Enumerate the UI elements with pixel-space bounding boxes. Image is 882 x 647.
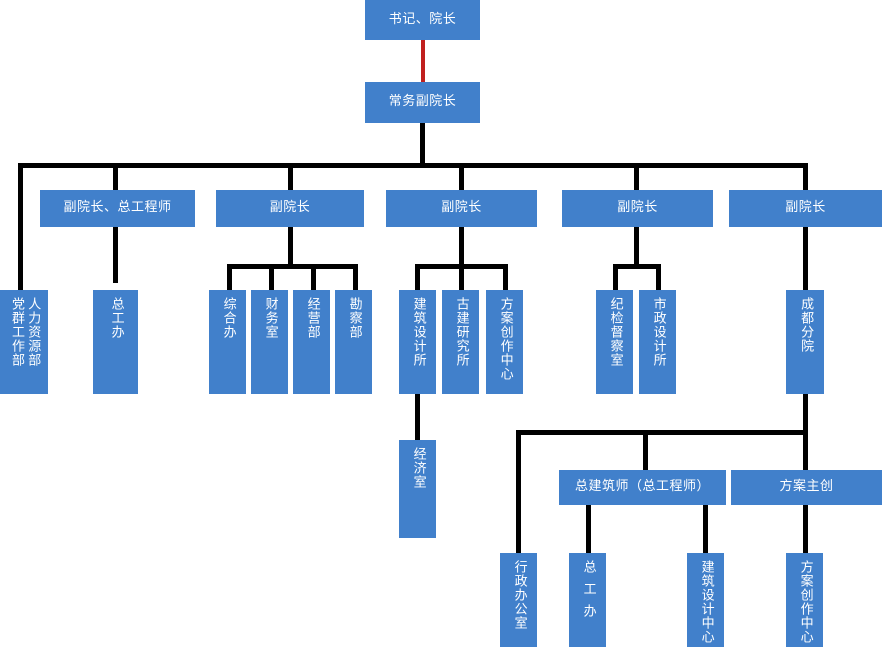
connector-chengdu-drop — [803, 394, 808, 440]
node-architecture-design-institute[interactable]: 建筑设计所 — [399, 290, 436, 394]
node-chengdu-branch[interactable]: 成都分院 — [786, 290, 824, 394]
node-vp-4-label: 副院长 — [617, 200, 658, 216]
node-discipline-inspection-office-label: 纪检督察室 — [607, 297, 623, 367]
connector-vp2-child-3 — [311, 264, 316, 291]
connector-chief-architect-to-arch-design-center — [703, 505, 708, 553]
connector-executive-vp-drop — [420, 122, 425, 167]
node-vp-5[interactable]: 副院长 — [729, 190, 882, 227]
node-executive-vp-label: 常务副院长 — [388, 94, 457, 110]
node-chief-architect-label: 总建筑师（总工程师） — [574, 479, 710, 495]
connector-level2-drop-4 — [634, 163, 639, 190]
node-vp-5-label: 副院长 — [785, 200, 826, 216]
node-finance-office-label: 财务室 — [262, 297, 278, 339]
node-hr-label: 人力资源部 — [25, 297, 41, 367]
node-operations-department[interactable]: 经营部 — [293, 290, 330, 394]
node-municipal-design-institute-label: 市政设计所 — [650, 297, 666, 367]
connector-vp2-child-4 — [353, 264, 358, 291]
connector-vp4-bus — [613, 264, 661, 269]
connector-level2-bus — [18, 163, 808, 168]
node-general-affairs-office-label: 综合办 — [220, 297, 236, 339]
connector-vp3-child-3 — [503, 264, 508, 291]
node-economics-office-label: 经济室 — [410, 447, 426, 489]
node-finance-office[interactable]: 财务室 — [251, 290, 288, 394]
node-operations-department-label: 经营部 — [304, 297, 320, 339]
node-general-affairs-office[interactable]: 综合办 — [209, 290, 246, 394]
node-ancient-architecture-research-institute-label: 古建研究所 — [453, 297, 469, 367]
connector-root-to-executive-vp — [421, 38, 425, 84]
connector-level2-drop-2 — [288, 163, 293, 190]
node-discipline-inspection-office[interactable]: 纪检督察室 — [596, 290, 633, 394]
connector-vp4-drop — [634, 226, 639, 269]
node-scheme-lead[interactable]: 方案主创 — [731, 470, 882, 505]
node-architecture-design-center-label: 建筑设计中心 — [698, 560, 714, 644]
connector-vp2-bus — [227, 264, 358, 269]
connector-vp1-to-chief-engineer-office — [113, 226, 118, 283]
node-municipal-design-institute[interactable]: 市政设计所 — [639, 290, 676, 394]
node-hr-and-party-work[interactable]: 党群工作部 人力资源部 — [0, 290, 48, 394]
connector-scheme-lead-to-scheme-center — [803, 505, 808, 553]
node-chengdu-scheme-creation-center-label: 方案创作中心 — [797, 560, 813, 644]
connector-chengdu-to-admin-office — [516, 430, 521, 553]
connector-arch-design-to-economics — [415, 394, 420, 441]
connector-vp4-child-2 — [656, 264, 661, 291]
node-chief-architect[interactable]: 总建筑师（总工程师） — [559, 470, 726, 505]
node-executive-vp[interactable]: 常务副院长 — [365, 82, 480, 123]
node-party-work-label: 党群工作部 — [9, 297, 24, 367]
node-chief-engineer-office-label: 总工办 — [108, 297, 124, 339]
connector-vp3-child-1 — [415, 264, 420, 291]
connector-level2-drop-5 — [803, 163, 808, 190]
node-survey-department-label: 勘察部 — [346, 297, 362, 339]
node-vp-4[interactable]: 副院长 — [562, 190, 713, 227]
connector-chengdu-bus — [516, 430, 808, 435]
connector-level2-drop-1 — [113, 163, 118, 190]
connector-vp3-child-2 — [459, 264, 464, 291]
connector-vp2-child-1 — [227, 264, 232, 291]
node-vp-2[interactable]: 副院长 — [216, 190, 364, 227]
node-architecture-design-institute-label: 建筑设计所 — [410, 297, 426, 367]
node-scheme-lead-label: 方案主创 — [779, 479, 834, 495]
node-root-label: 书记、院长 — [388, 11, 457, 27]
node-vp-chief-engineer[interactable]: 副院长、总工程师 — [40, 190, 195, 227]
node-ancient-architecture-research-institute[interactable]: 古建研究所 — [442, 290, 479, 394]
node-scheme-creation-center[interactable]: 方案创作中心 — [486, 290, 523, 394]
node-survey-department[interactable]: 勘察部 — [335, 290, 372, 394]
node-chengdu-scheme-creation-center[interactable]: 方案创作中心 — [786, 553, 823, 647]
connector-level2-drop-1-long — [18, 163, 23, 291]
node-administration-office[interactable]: 行政办公室 — [500, 553, 537, 647]
node-economics-office[interactable]: 经济室 — [399, 440, 436, 538]
connector-chief-architect-to-chief-engineer-office2 — [586, 505, 591, 553]
node-administration-office-label: 行政办公室 — [511, 560, 527, 630]
node-root[interactable]: 书记、院长 — [365, 0, 480, 40]
node-vp-3[interactable]: 副院长 — [386, 190, 537, 227]
node-chengdu-chief-engineer-office-label: 总工办 — [580, 560, 596, 626]
connector-vp3-drop — [459, 226, 464, 269]
node-architecture-design-center[interactable]: 建筑设计中心 — [687, 553, 724, 647]
node-vp-3-label: 副院长 — [441, 200, 482, 216]
node-chengdu-branch-label: 成都分院 — [798, 297, 814, 353]
connector-vp5-to-chengdu-branch — [803, 226, 808, 291]
connector-vp4-child-1 — [613, 264, 618, 291]
connector-vp2-drop — [288, 226, 293, 269]
node-vp-chief-engineer-label: 副院长、总工程师 — [63, 200, 172, 216]
connector-level2-drop-3 — [459, 163, 464, 190]
connector-chengdu-to-scheme-lead — [803, 430, 808, 470]
node-scheme-creation-center-label: 方案创作中心 — [497, 297, 513, 381]
node-chengdu-chief-engineer-office[interactable]: 总工办 — [569, 553, 606, 647]
node-vp-2-label: 副院长 — [269, 200, 311, 216]
connector-chengdu-to-chief-architect — [643, 430, 648, 470]
connector-vp2-child-2 — [269, 264, 274, 291]
node-chief-engineer-office[interactable]: 总工办 — [93, 290, 138, 394]
